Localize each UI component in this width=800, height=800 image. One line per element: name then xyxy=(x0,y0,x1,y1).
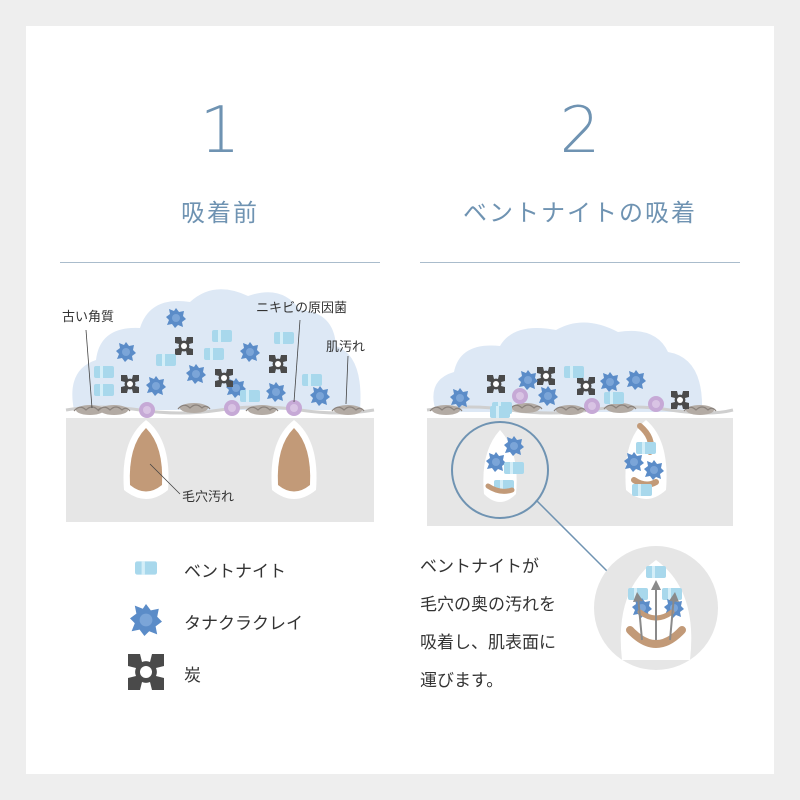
legend-charcoal: 炭 xyxy=(184,666,201,686)
skin-layer-1 xyxy=(66,418,374,522)
panel-2-number: 2 xyxy=(559,94,601,168)
legend-tanaka-clay: タナクラクレイ xyxy=(184,614,303,634)
description-line: 運びます。 xyxy=(420,671,504,691)
panel-1-divider xyxy=(60,262,380,263)
panel-1-number: 1 xyxy=(199,94,241,168)
bentonite-icon xyxy=(135,561,157,575)
description-text: ベントナイトが 毛穴の奥の汚れを 吸着し、肌表面に 運びます。 xyxy=(420,548,620,700)
panel-2-divider xyxy=(420,262,740,263)
label-pore-dirt: 毛穴汚れ xyxy=(182,490,235,505)
label-old-keratin: 古い角質 xyxy=(62,310,115,325)
panel-2-title: ベントナイトの吸着 xyxy=(463,199,697,227)
pore-dirt-left-1 xyxy=(129,428,163,492)
pore-dirt-right-1 xyxy=(277,428,311,492)
description-line: ベントナイトが xyxy=(420,557,539,577)
legend-bentonite: ベントナイト xyxy=(184,562,286,582)
description-line: 毛穴の奥の汚れを xyxy=(420,595,556,615)
label-acne-bacteria: ニキビの原因菌 xyxy=(256,301,348,316)
tanaka-clay-icon xyxy=(130,604,162,636)
label-skin-dirt: 肌汚れ xyxy=(326,340,366,355)
panel-1-title: 吸着前 xyxy=(181,199,259,227)
charcoal-icon xyxy=(128,654,164,690)
description-line: 吸着し、肌表面に xyxy=(420,633,556,653)
